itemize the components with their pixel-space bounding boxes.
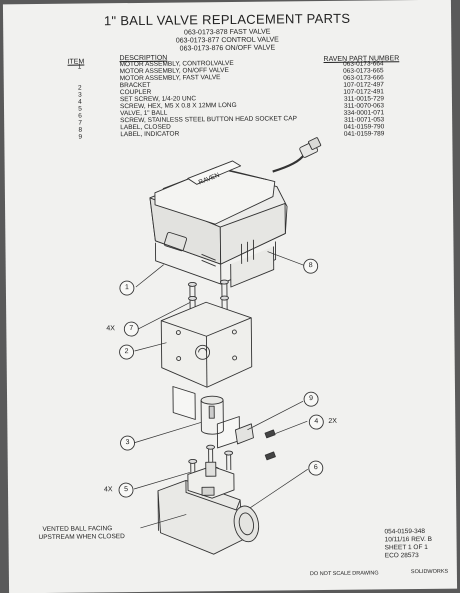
quantity-label-item-5: 4X: [104, 486, 113, 493]
callout-number-4: 4: [312, 418, 320, 425]
paper-sheet: 1" BALL VALVE REPLACEMENT PARTS 063-0173…: [3, 0, 457, 593]
quantity-label-item-4: 2X: [328, 418, 337, 425]
eco-number: ECO 28573: [385, 552, 419, 560]
connector-cable: [272, 137, 321, 171]
sheet-count: SHEET 1 OF 1: [385, 544, 428, 552]
callout-number-2: 2: [123, 348, 131, 355]
callout-number-9: 9: [307, 395, 315, 402]
callout-number-5: 5: [122, 486, 130, 493]
ball-valve-item-6: [158, 462, 262, 555]
do-not-scale-note: DO NOT SCALE DRAWING: [310, 570, 379, 577]
bracket-item-2: [161, 302, 253, 449]
callout-number-7: 7: [127, 325, 135, 332]
set-screws-item-4: [265, 430, 275, 460]
quantity-label-item-7: 4X: [106, 325, 115, 332]
callout-number-3: 3: [123, 439, 131, 446]
software-label: SOLIDWORKS: [411, 569, 448, 575]
vented-ball-note-line-2: UPSTREAM WHEN CLOSED: [38, 533, 124, 542]
callout-number-1: 1: [123, 284, 131, 291]
callout-number-8: 8: [307, 262, 315, 269]
motor-assembly: [150, 166, 288, 287]
exploded-assembly-drawing: RAVEN: [3, 0, 457, 593]
callout-number-6: 6: [312, 464, 320, 471]
